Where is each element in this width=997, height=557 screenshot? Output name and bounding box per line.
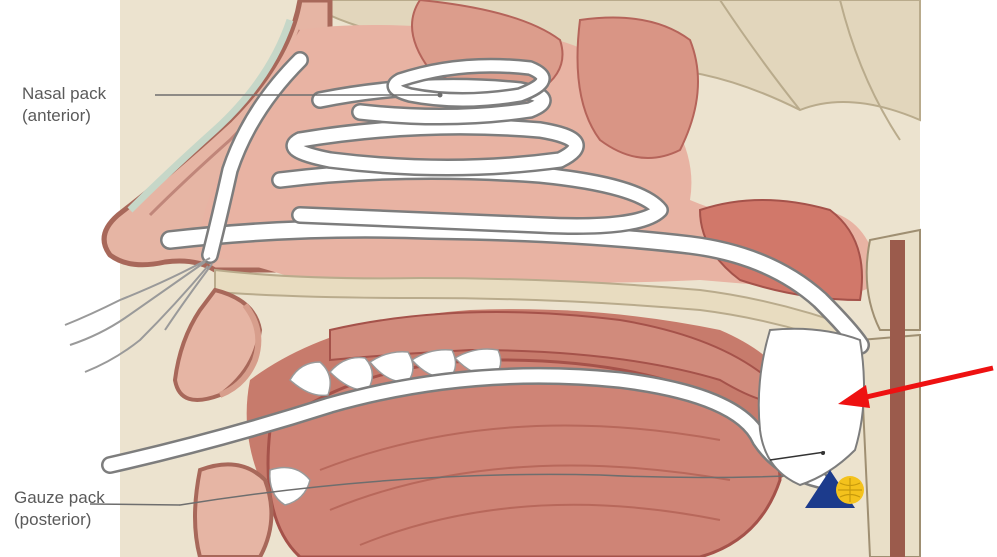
nasal-pack-label: Nasal pack (anterior) xyxy=(22,83,106,127)
lower-lip xyxy=(195,464,271,557)
gauze-pack-marker xyxy=(821,451,825,455)
gauze-pack-label-line1: Gauze pack xyxy=(14,487,105,509)
nasal-pack-leader-dot xyxy=(438,93,443,98)
nasal-pack-label-line2: (anterior) xyxy=(22,105,106,127)
nasal-pack-label-line1: Nasal pack xyxy=(22,83,106,105)
vertebra-dark-band xyxy=(890,240,905,557)
gauze-pack-label: Gauze pack (posterior) xyxy=(14,487,105,531)
gauze-pack-label-line2: (posterior) xyxy=(14,509,105,531)
